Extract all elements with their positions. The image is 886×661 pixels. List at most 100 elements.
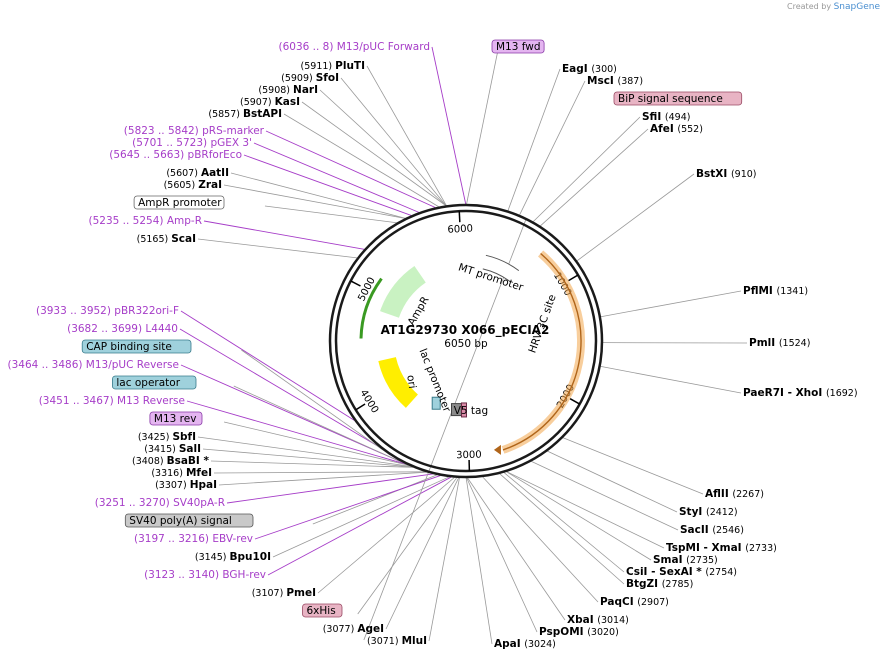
enzyme-position: (3071) [367,636,402,647]
enzyme-position: (1692) [826,388,858,399]
enzyme-label: EagI (300) [562,63,617,75]
leader-line [210,460,413,468]
enzyme-label: MscI (387) [587,75,643,87]
enzyme-position: (5911) [301,61,336,72]
enzyme-name: AfeI [650,123,677,135]
mt-promoter-fill [482,255,519,282]
leader-line [363,217,527,641]
primer-label: (3464 .. 3486) M13/pUC Reverse [7,359,179,371]
enzyme-position: (3014) [597,615,629,626]
enzyme-label: SfiI (494) [642,111,690,123]
backbone-outer-ring [328,203,604,479]
feature-box-label [124,513,254,528]
enzyme-name: TspMI - XmaI [666,542,745,554]
primer-label: (5235 .. 5254) Amp-R [89,215,203,227]
enzyme-name: ScaI [171,233,196,245]
leader-line [223,421,409,466]
enzyme-label: (3408) BsaBI * [132,455,210,467]
leader-line [272,476,450,558]
scale-tick-label: 6000 [447,223,473,235]
leader-line [499,473,625,585]
enzyme-position: (3107) [252,588,287,599]
enzyme-name: PmlI [749,337,779,349]
enzyme-name: KasI [275,96,300,108]
leader-line [223,184,405,219]
enzyme-label: (5909) SfoI [281,72,339,84]
primer-label: (6036 .. 8) M13/pUC Forward [279,41,431,53]
leader-line [506,471,665,549]
leader-line [466,477,538,633]
enzyme-label: (5908) NarI [258,84,318,96]
enzyme-label: PaqCI (2907) [600,596,669,608]
leader-line [243,154,412,216]
enzyme-position: (910) [731,169,757,180]
enzyme-position: (1524) [779,338,811,349]
enzyme-label: PmlI (1524) [749,337,810,349]
feature-box-text: AmpR promoter [138,197,222,209]
enzyme-position: (2412) [706,507,738,518]
feature-box-label [133,195,225,210]
primer-label: (3451 .. 3467) M13 Reverse [39,395,185,407]
leader-line [226,473,433,504]
snapgene-logo: SnapGene [833,2,880,12]
enzyme-name: XbaI [567,614,597,626]
scale-tick [355,403,366,411]
enzyme-position: (387) [618,76,644,87]
primer-label: (5823 .. 5842) pRS-marker [124,125,265,137]
feature-box-text: CAP binding site [86,341,172,353]
enzyme-position: (300) [591,64,617,75]
enzyme-name: NarI [293,84,318,96]
enzyme-label: SmaI (2735) [653,554,718,566]
snapgene-credit: Created by SnapGene [787,2,880,12]
feature-box-label [149,411,203,426]
feature-box-label [491,39,545,54]
enzyme-name: ZraI [198,179,222,191]
leader-line [218,471,427,486]
leader-line [532,116,641,222]
enzyme-position: (3425) [138,432,173,443]
leader-line [186,400,407,465]
enzyme-label: (5911) PluTI [301,60,365,72]
feature-box-text: M13 rev [154,413,197,425]
enzyme-name: SacII [680,524,712,536]
leader-line [230,172,406,219]
feature-label: ori [404,374,418,389]
enzyme-name: AflII [705,488,732,500]
primer-label: (5701 .. 5723) pGEX 3' [132,137,252,149]
enzyme-name: StyI [679,506,706,518]
leader-line [233,385,409,466]
enzyme-name: PmeI [286,587,316,599]
enzyme-name: SalI [179,443,201,455]
leader-line [265,130,436,208]
enzyme-label: (5857) BstAPI [208,108,282,120]
leader-line [254,475,441,540]
enzyme-position: (1341) [777,286,809,297]
leader-line [267,476,452,576]
enzyme-label: AfeI (552) [650,123,703,135]
backbone-inner-ring [334,209,598,473]
feature-box-label [81,339,192,354]
feature-box-text: SV40 poly(A) signal [129,515,232,527]
enzyme-position: (5857) [208,109,243,120]
leader-line [576,173,695,262]
enzyme-name: MluI [402,635,427,647]
primer-label: (3123 .. 3140) BGH-rev [144,569,266,581]
leader-line [312,474,438,525]
leader-line [466,49,499,205]
enzyme-position: (3307) [155,480,190,491]
enzyme-position: (3020) [587,627,619,638]
leader-line [600,290,742,318]
scale-tick [350,280,361,287]
scale-tick [568,274,579,282]
enzyme-position: (5607) [166,168,201,179]
enzyme-name: PaeR7I - XhoI [743,387,826,399]
plasmid-length: 6050 bp [444,338,488,350]
orf-arrowhead [493,444,501,455]
primer-label: (3933 .. 3952) pBR322ori-F [36,305,179,317]
enzyme-name: BtgZI [626,578,662,590]
enzyme-label: (5165) ScaI [137,233,196,245]
enzyme-name: PaqCI [600,596,637,608]
enzyme-name: SfoI [316,72,339,84]
